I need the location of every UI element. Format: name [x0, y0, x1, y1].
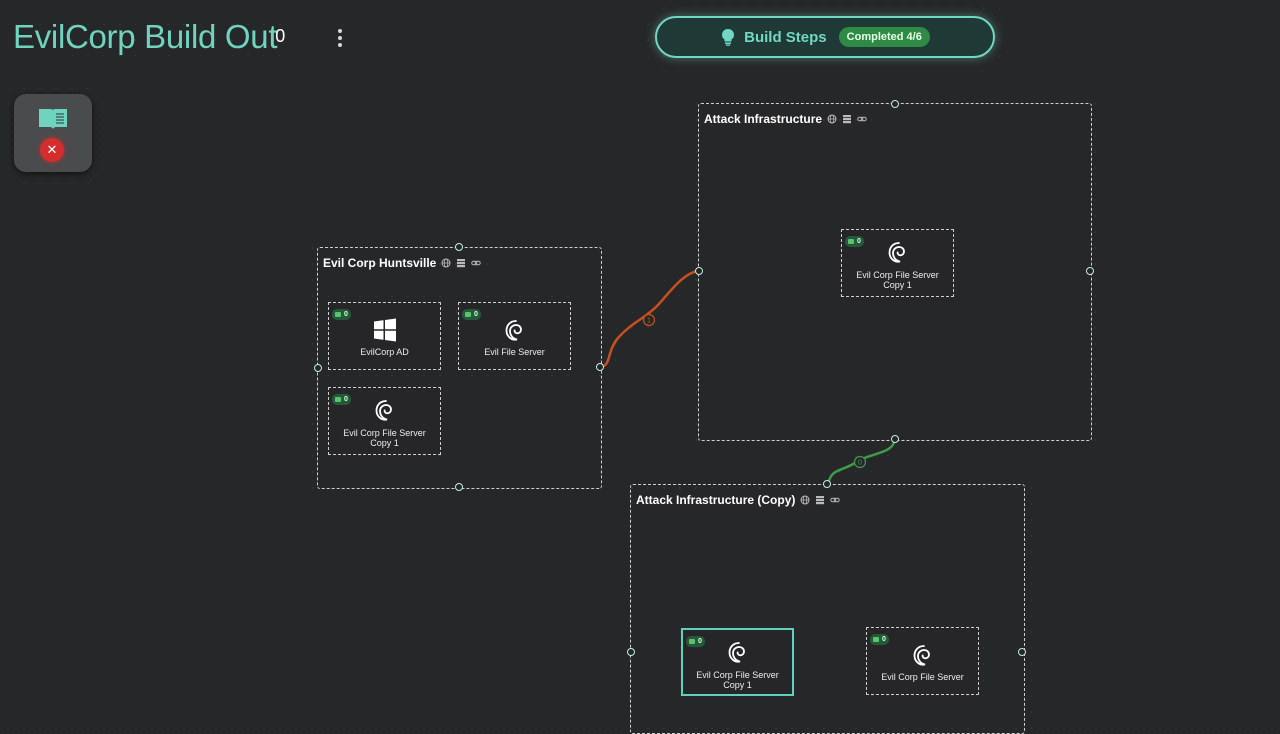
server-icon[interactable] — [456, 258, 466, 268]
node-label: Evil Corp File Server Copy 1 — [696, 670, 779, 690]
globe-icon[interactable] — [827, 114, 837, 124]
server-icon[interactable] — [842, 114, 852, 124]
node-evil-file-server[interactable]: 0 Evil File Server — [458, 302, 571, 370]
edge-attack-copy — [826, 438, 897, 485]
link-icon[interactable] — [857, 114, 867, 124]
node-copy-file-server-copy-1[interactable]: 0 Evil Corp File Server Copy 1 — [681, 628, 794, 696]
page-title-text: EvilCorp Build Out — [13, 18, 278, 55]
node-count-badge: 0 — [462, 309, 481, 320]
more-options-icon[interactable] — [332, 27, 348, 51]
node-label: Evil File Server — [484, 347, 545, 357]
page-title: EvilCorp Build Out0 — [13, 18, 285, 56]
node-count-badge: 0 — [332, 309, 351, 320]
node-huntsville-file-server-copy-1[interactable]: 0 Evil Corp File Server Copy 1 — [328, 387, 441, 455]
node-label: Evil Corp File Server Copy 1 — [856, 270, 939, 290]
node-copy-file-server[interactable]: 0 Evil Corp File Server — [866, 627, 979, 695]
link-icon[interactable] — [830, 495, 841, 505]
node-label: Evil Corp File Server Copy 1 — [343, 428, 426, 448]
title-count: 0 — [275, 26, 285, 46]
handle-attack-bottom[interactable] — [891, 435, 899, 443]
debian-icon — [888, 242, 905, 263]
windows-icon — [373, 318, 396, 342]
build-steps-button[interactable]: Build Steps Completed 4/6 — [655, 16, 995, 58]
notebook-widget[interactable]: ✕ — [14, 94, 92, 172]
build-steps-status-badge: Completed 4/6 — [838, 27, 930, 47]
node-count-badge: 0 — [686, 636, 705, 647]
group-header: Evil Corp Huntsville — [323, 256, 482, 270]
globe-icon[interactable] — [800, 495, 810, 505]
edge-orange-label: 1 — [647, 318, 651, 325]
debian-icon — [375, 400, 392, 421]
node-label: Evil Corp File Server — [881, 672, 964, 682]
group-title: Attack Infrastructure — [704, 112, 823, 126]
globe-icon[interactable] — [441, 258, 451, 268]
debian-icon — [505, 320, 522, 341]
node-evilcorp-ad[interactable]: 0 EvilCorp AD — [328, 302, 441, 370]
debian-icon — [913, 645, 930, 666]
group-title: Attack Infrastructure (Copy) — [636, 493, 796, 507]
build-steps-label: Build Steps — [744, 28, 827, 46]
node-label: EvilCorp AD — [360, 347, 409, 357]
handle-huntsville-top[interactable] — [455, 243, 463, 251]
handle-huntsville-right[interactable] — [596, 363, 604, 371]
handle-attack-left[interactable] — [695, 267, 703, 275]
group-attack-infrastructure-copy[interactable]: Attack Infrastructure (Copy) — [630, 484, 1025, 734]
handle-copy-top[interactable] — [823, 480, 831, 488]
edge-green-label: 0 — [858, 460, 862, 467]
lightbulb-icon — [722, 29, 735, 46]
node-attack-file-server-copy-1[interactable]: 0 Evil Corp File Server Copy 1 — [841, 229, 954, 297]
server-icon[interactable] — [815, 495, 825, 505]
link-icon[interactable] — [471, 258, 482, 268]
node-count-badge: 0 — [332, 394, 351, 405]
handle-huntsville-bottom[interactable] — [455, 483, 463, 491]
node-count-badge: 0 — [870, 634, 889, 645]
debian-icon — [728, 642, 745, 663]
open-book-icon — [39, 109, 67, 129]
group-title: Evil Corp Huntsville — [323, 256, 437, 270]
group-header: Attack Infrastructure (Copy) — [636, 493, 841, 507]
group-header: Attack Infrastructure — [704, 112, 867, 126]
handle-copy-left[interactable] — [627, 648, 635, 656]
handle-attack-top[interactable] — [891, 100, 899, 108]
edge-huntsville-attack — [598, 269, 700, 369]
handle-attack-right[interactable] — [1086, 267, 1094, 275]
handle-huntsville-left[interactable] — [314, 364, 322, 372]
node-count-badge: 0 — [845, 236, 864, 247]
close-icon[interactable]: ✕ — [40, 138, 64, 162]
handle-copy-right[interactable] — [1018, 648, 1026, 656]
